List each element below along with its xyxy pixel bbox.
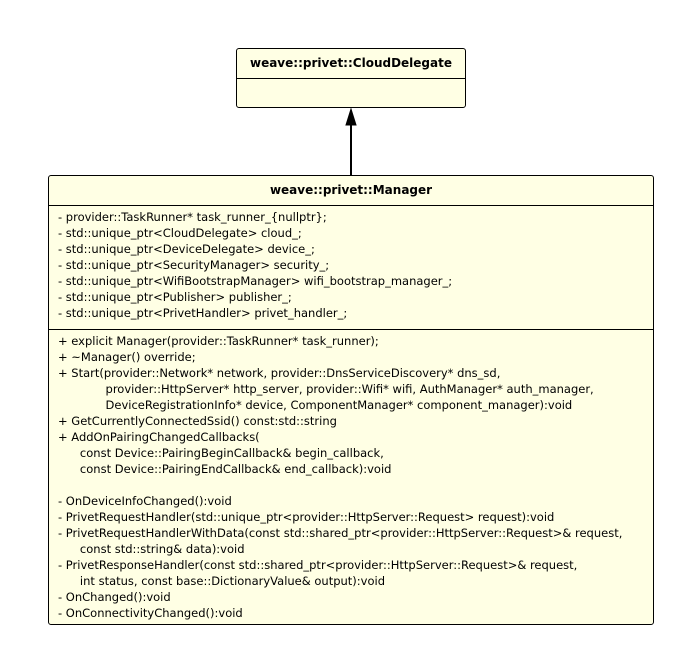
- operation-add-callbacks-continued: const Device::PairingBeginCallback& begi…: [58, 446, 384, 460]
- operation-response-handler-continued: int status, const base::DictionaryValue&…: [58, 574, 386, 588]
- operation-separator: [58, 477, 653, 493]
- class-manager[interactable]: weave::privet::Manager - provider::TaskR…: [48, 175, 654, 625]
- attribute-privet-handler: - std::unique_ptr<PrivetHandler> privet_…: [58, 306, 348, 320]
- operation-start-continued: DeviceRegistrationInfo* device, Componen…: [58, 398, 573, 412]
- attribute-task-runner: - provider::TaskRunner* task_runner_{nul…: [58, 210, 327, 224]
- operation-destructor: + ~Manager() override;: [58, 350, 196, 364]
- attribute-wifi-bootstrap-manager: - std::unique_ptr<WifiBootstrapManager> …: [58, 274, 453, 288]
- operation-start-continued: provider::HttpServer* http_server, provi…: [58, 382, 594, 396]
- class-name: weave::privet::CloudDelegate: [249, 56, 452, 70]
- attribute-device: - std::unique_ptr<DeviceDelegate> device…: [58, 242, 315, 256]
- operation-privet-request-handler: - PrivetRequestHandler(std::unique_ptr<p…: [58, 510, 555, 524]
- operation-add-callbacks-continued: const Device::PairingEndCallback& end_ca…: [58, 462, 392, 476]
- operation-on-connectivity-changed: - OnConnectivityChanged():void: [58, 606, 243, 620]
- attributes-compartment: [237, 78, 465, 107]
- operation-on-changed: - OnChanged():void: [58, 590, 171, 604]
- operation-constructor: + explicit Manager(provider::TaskRunner*…: [58, 334, 379, 348]
- operation-privet-response-handler: - PrivetResponseHandler(const std::share…: [58, 558, 578, 572]
- operations-compartment: + explicit Manager(provider::TaskRunner*…: [49, 329, 653, 621]
- class-cloud-delegate[interactable]: weave::privet::CloudDelegate: [236, 48, 466, 108]
- inheritance-arrowhead: [345, 107, 357, 126]
- operation-add-on-pairing-changed-callbacks: + AddOnPairingChangedCallbacks(: [58, 430, 260, 444]
- attribute-cloud: - std::unique_ptr<CloudDelegate> cloud_;: [58, 226, 302, 240]
- operation-get-currently-connected-ssid: + GetCurrentlyConnectedSsid() const:std:…: [58, 414, 337, 428]
- class-name: weave::privet::Manager: [269, 183, 433, 197]
- attribute-publisher: - std::unique_ptr<Publisher> publisher_;: [58, 290, 292, 304]
- attribute-security: - std::unique_ptr<SecurityManager> secur…: [58, 258, 330, 272]
- operation-on-device-info-changed: - OnDeviceInfoChanged():void: [58, 494, 232, 508]
- operation-with-data-continued: const std::string& data):void: [58, 542, 245, 556]
- operation-privet-request-handler-with-data: - PrivetRequestHandlerWithData(const std…: [58, 526, 623, 540]
- attributes-compartment: - provider::TaskRunner* task_runner_{nul…: [49, 205, 653, 329]
- operation-start: + Start(provider::Network* network, prov…: [58, 366, 501, 380]
